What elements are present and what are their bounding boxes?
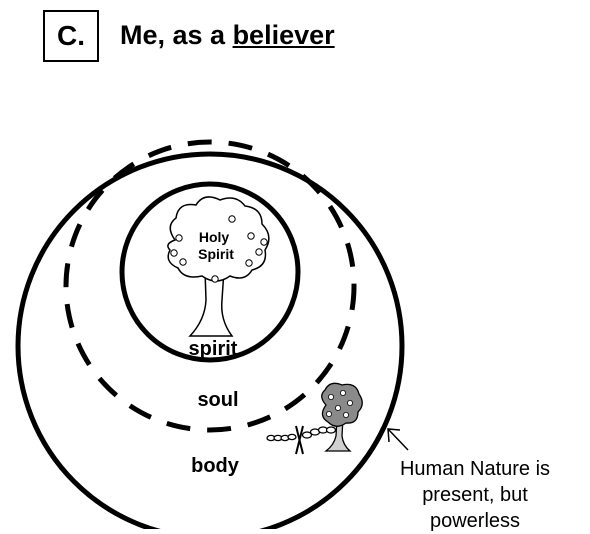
soul-label: soul [197,389,238,411]
tree-label-line1: Holy [199,229,230,245]
tree-label-line2: Spirit [198,246,234,262]
caption-line-3: powerless [380,508,570,534]
human-nature-caption: Human Nature is present, but powerless [380,456,570,534]
caption-line-2: present, but [380,482,570,508]
small-tree-crown [322,383,363,426]
body-label: body [191,455,240,477]
caption-line-1: Human Nature is [380,456,570,482]
pointer-arrow [388,429,408,450]
holy-spirit-tree: Holy Spirit [168,197,269,336]
human-nature-tree [267,383,362,454]
spirit-label: spirit [189,338,238,360]
